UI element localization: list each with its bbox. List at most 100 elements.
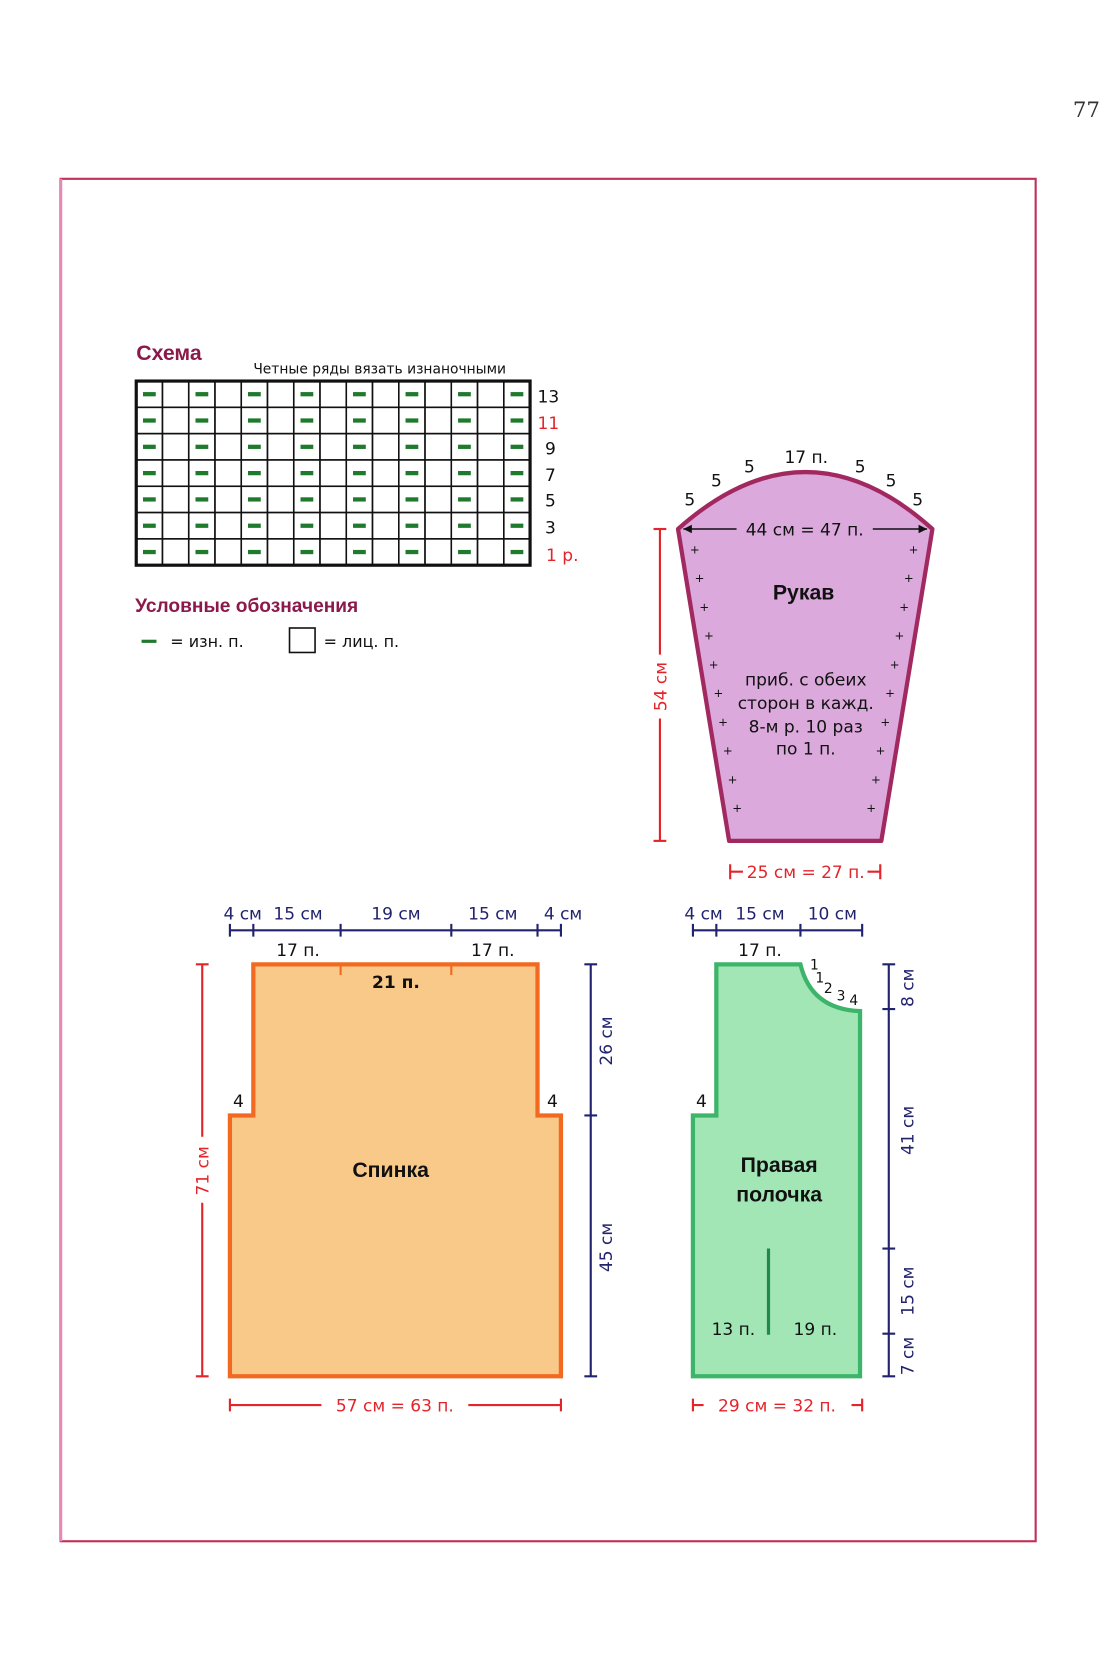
chart-cell	[476, 406, 505, 435]
front-top-dim-line	[691, 923, 864, 937]
chart-cell	[161, 459, 190, 488]
pocket-right-sts: 19 п.	[794, 1320, 838, 1340]
chart-cell	[424, 432, 453, 461]
chart-cell	[476, 485, 505, 514]
row-label: 1 р.	[546, 546, 578, 566]
row-label: 13	[538, 387, 560, 407]
purl-stitch-icon	[300, 523, 314, 528]
purl-stitch-icon	[248, 523, 261, 528]
legend-knit-label: = лиц. п.	[324, 632, 400, 651]
sleeve-top-width: 44 см = 47 п.	[746, 520, 864, 540]
purl-stitch-icon	[510, 444, 524, 449]
purl-stitch-icon	[405, 470, 419, 476]
purl-stitch-icon	[195, 470, 209, 476]
front-top-dim: 4 см	[684, 905, 722, 925]
front-top-dim: 15 см	[735, 905, 784, 925]
purl-stitch-icon	[195, 497, 209, 502]
increase-plus-icon: +	[695, 571, 705, 585]
legend-title: Условные обозначения	[135, 596, 358, 617]
purl-stitch-icon	[353, 444, 366, 449]
purl-stitch-icon	[510, 392, 524, 397]
purl-stitch-icon	[195, 392, 209, 397]
chart-cell	[319, 511, 348, 540]
increase-plus-icon: +	[871, 772, 881, 786]
chart-cell	[214, 432, 243, 461]
purl-stitch-icon	[510, 418, 524, 423]
purl-stitch-icon	[510, 470, 524, 476]
purl-stitch-icon	[510, 523, 524, 528]
chart-cell	[161, 406, 190, 435]
purl-stitch-icon	[300, 549, 314, 555]
back-shoulder-sts: 17 п.	[276, 941, 320, 961]
row-label: 7	[545, 466, 556, 486]
purl-stitch-icon	[510, 549, 524, 555]
sleeve-note-line: приб. с обеих	[745, 670, 867, 690]
purl-stitch-icon	[405, 418, 419, 423]
purl-stitch-icon	[405, 497, 419, 502]
back-height: 71 см	[194, 1146, 214, 1195]
purl-stitch-icon	[248, 418, 261, 423]
back-armhole: 4	[547, 1092, 558, 1112]
purl-stitch-icon	[142, 549, 156, 555]
increase-plus-icon: +	[904, 571, 914, 585]
purl-stitch-icon	[405, 523, 419, 528]
cap-count: 5	[684, 491, 695, 511]
chart-cell	[319, 459, 348, 488]
dim-line	[882, 963, 896, 1378]
purl-stitch-icon	[142, 497, 156, 502]
front-title-line2: полочка	[736, 1183, 822, 1207]
chart-cell	[476, 538, 505, 566]
increase-plus-icon: +	[704, 629, 714, 643]
increase-plus-icon: +	[699, 600, 709, 614]
chart-cell	[161, 485, 190, 514]
back-shoulder-sts: 17 п.	[471, 941, 515, 961]
purl-symbol-icon	[141, 639, 157, 643]
row-label: 11	[538, 414, 560, 434]
chart-cell	[371, 511, 400, 540]
pocket-left-sts: 13 п.	[712, 1320, 756, 1340]
chart-cell	[214, 406, 243, 435]
chart-cell	[476, 380, 505, 409]
increase-plus-icon: +	[723, 744, 733, 758]
chart-border	[134, 379, 532, 567]
purl-stitch-icon	[142, 392, 156, 397]
chart-cell	[476, 432, 505, 461]
chart-cell	[319, 432, 348, 461]
purl-stitch-icon	[248, 444, 261, 449]
neck-count: 2	[824, 981, 833, 997]
sleeve-note-line: сторон в кажд.	[738, 694, 874, 714]
back-top-dim: 4 см	[544, 905, 582, 925]
purl-stitch-icon	[405, 444, 419, 449]
increase-plus-icon: +	[885, 686, 895, 700]
neck-count: 3	[837, 989, 846, 1005]
back-top-dim: 4 см	[223, 905, 261, 925]
chart-cell	[319, 538, 348, 566]
purl-stitch-icon	[353, 523, 366, 528]
increase-plus-icon: +	[909, 542, 919, 556]
chart-cell	[371, 538, 400, 566]
back-lower-height: 45 см	[597, 1223, 617, 1272]
increase-plus-icon: +	[690, 542, 700, 556]
chart-cell	[371, 485, 400, 514]
dim-line	[691, 1398, 864, 1412]
purl-stitch-icon	[458, 549, 471, 555]
cap-count: 5	[855, 458, 866, 478]
chart-cell	[266, 538, 295, 566]
neck-count: 1	[810, 958, 819, 974]
chart-cell	[424, 485, 453, 514]
front-shape	[690, 962, 863, 1379]
back-title: Спинка	[352, 1158, 429, 1182]
increase-plus-icon: +	[880, 715, 890, 729]
cap-count: 5	[744, 458, 755, 478]
purl-stitch-icon	[195, 444, 209, 449]
sleeve-title: Рукав	[773, 580, 835, 604]
purl-stitch-icon	[248, 549, 261, 555]
neck-count: 1	[815, 970, 824, 986]
purl-stitch-icon	[142, 523, 156, 528]
purl-stitch-icon	[458, 523, 471, 528]
purl-stitch-icon	[405, 549, 419, 555]
increase-plus-icon: +	[899, 600, 909, 614]
chart-cell	[214, 511, 243, 540]
